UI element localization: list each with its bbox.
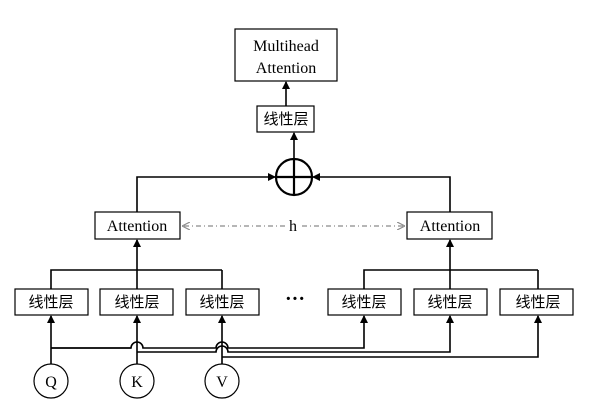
attention-box-left: [94, 211, 181, 240]
multihead-attention-box: [234, 28, 338, 82]
attention-label-right: Attention: [420, 218, 480, 235]
linear-label-left-q: 线性层: [28, 293, 73, 311]
v-input-label: V: [216, 374, 228, 391]
linear-box-right-k: [413, 288, 488, 316]
linear-label-right-q: 线性层: [341, 293, 386, 311]
linear-label-right-v: 线性层: [515, 293, 560, 311]
head-count-label: h: [289, 218, 297, 235]
linear-box-left-q: [14, 288, 89, 316]
v-to-linear-right: [222, 315, 542, 358]
linear-box-right-v: [499, 288, 574, 316]
left-group-collector: [50, 269, 222, 289]
linear-label-right-k: 线性层: [427, 293, 472, 311]
q-to-linear-right: [51, 315, 368, 349]
multihead-title-line2: Attention: [256, 60, 316, 77]
multihead-title-line1: Multihead: [253, 38, 319, 55]
k-input-label: K: [131, 374, 143, 391]
linear-box-left-v: [185, 288, 260, 316]
v-input-circle: [204, 363, 240, 399]
output-linear-label: 线性层: [263, 110, 308, 128]
q-input-label: Q: [45, 374, 57, 391]
linear-box-left-k: [99, 288, 174, 316]
linear-label-left-k: 线性层: [114, 293, 159, 311]
q-input-circle: [33, 363, 69, 399]
ellipsis: ···: [285, 288, 305, 310]
k-to-linear-right: [137, 315, 454, 353]
k-input-circle: [119, 363, 155, 399]
linear-label-left-v: 线性层: [199, 293, 244, 311]
attention-label-left: Attention: [107, 218, 167, 235]
right-group-collector: [363, 269, 538, 289]
output-linear-box: [256, 105, 315, 133]
arrow-headh-to-concat: [312, 173, 451, 212]
arrow-head1-to-concat: [136, 173, 276, 212]
